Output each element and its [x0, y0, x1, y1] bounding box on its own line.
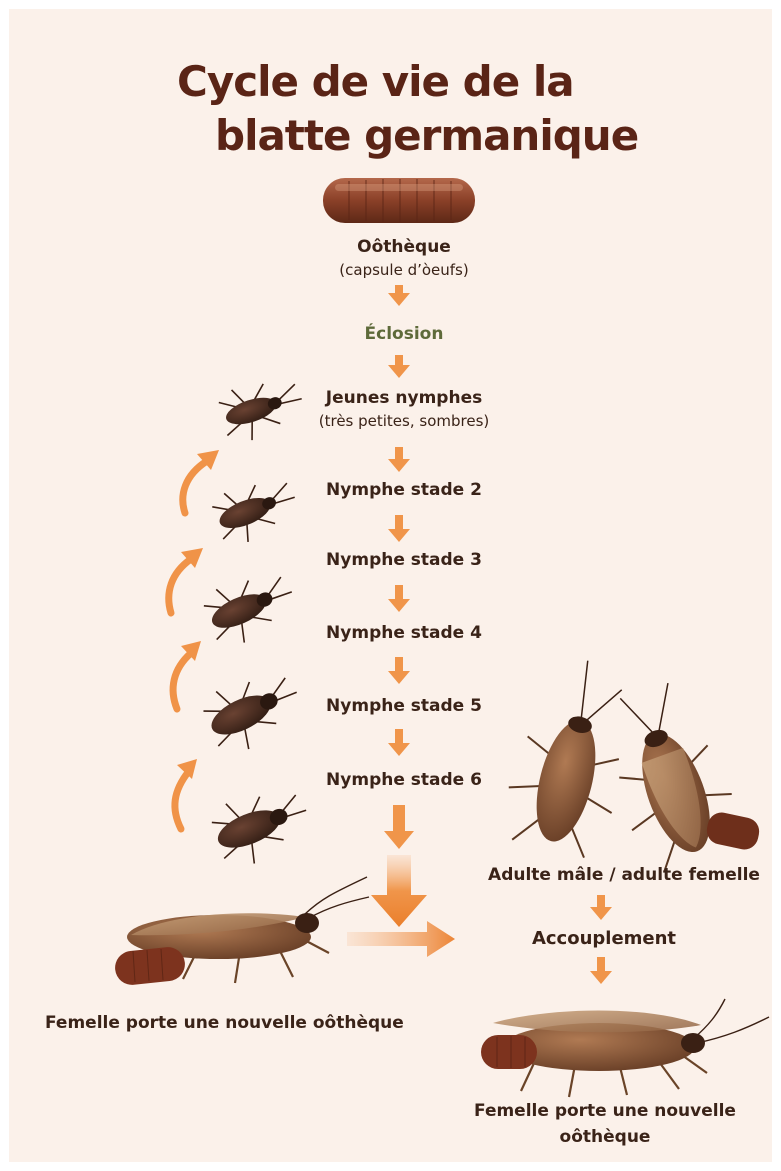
female-right-illustration [481, 999, 769, 1097]
diagram-art [9, 9, 772, 1162]
female-right-label-line-2: oôthèque [455, 1127, 755, 1148]
life-cycle-diagram: Cycle de vie de la blatte germanique [9, 9, 772, 1162]
adults-label: Adulte mâle / adulte femelle [474, 865, 772, 886]
female-left-illustration [113, 877, 369, 987]
big-down-arrow [371, 855, 427, 927]
female-right-label-line-1: Femelle porte une nouvelle [455, 1101, 755, 1122]
ootheque-illustration [323, 178, 475, 223]
female-left-label: Femelle porte une nouvelle oôthèque [45, 1013, 465, 1034]
right-arrow [347, 921, 455, 957]
adult-pair-illustration [497, 650, 762, 878]
mating-label: Accouplement [509, 928, 699, 951]
nymph-illustrations [196, 370, 317, 873]
